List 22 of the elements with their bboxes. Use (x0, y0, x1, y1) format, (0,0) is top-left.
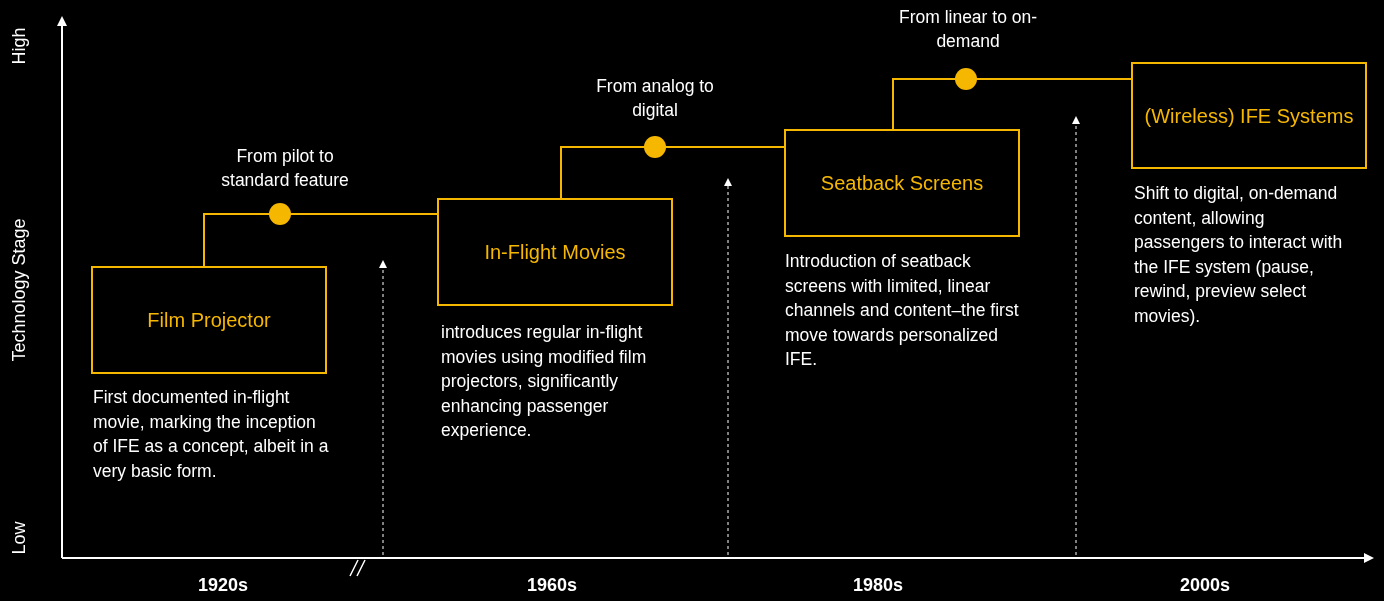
connector-line (892, 78, 1132, 130)
stage-description: Shift to digital, on-demand content, allowing passengers to interact with the IFE system (pause, rewind, preview select movies). (1134, 182, 1344, 328)
axis-label: Technology Stage (8, 218, 30, 362)
stage-box (91, 266, 327, 374)
stage-title: (Wireless) IFE Systems (1143, 103, 1355, 128)
decade-label: 1980s (852, 575, 904, 596)
connector-line (560, 146, 785, 199)
decade-label: 1920s (197, 575, 249, 596)
stage-box (1131, 62, 1367, 169)
decade-label: 1960s (526, 575, 578, 596)
stage-description: introduces regular in-flight movies using modified film projectors, significantly enhancing passenger experience. (441, 321, 648, 442)
stage-description: First documented in-flight movie, marking the inception of IFE as a concept, albeit in a very basic form. (93, 386, 330, 483)
axis-label: High (8, 27, 30, 65)
stage-box (784, 129, 1020, 237)
decade-label: 2000s (1179, 575, 1231, 596)
stage-title: Seatback Screens (819, 171, 985, 195)
stage-title: Film Projector (146, 308, 272, 332)
connector-line (203, 213, 438, 267)
stage-title: In-Flight Movies (483, 240, 627, 264)
axis-label: Low (8, 521, 30, 555)
stage-box (437, 198, 673, 306)
stage-description: Introduction of seatback screens with limited, linear channels and content–the first move towards personalized IFE. (785, 250, 1020, 371)
